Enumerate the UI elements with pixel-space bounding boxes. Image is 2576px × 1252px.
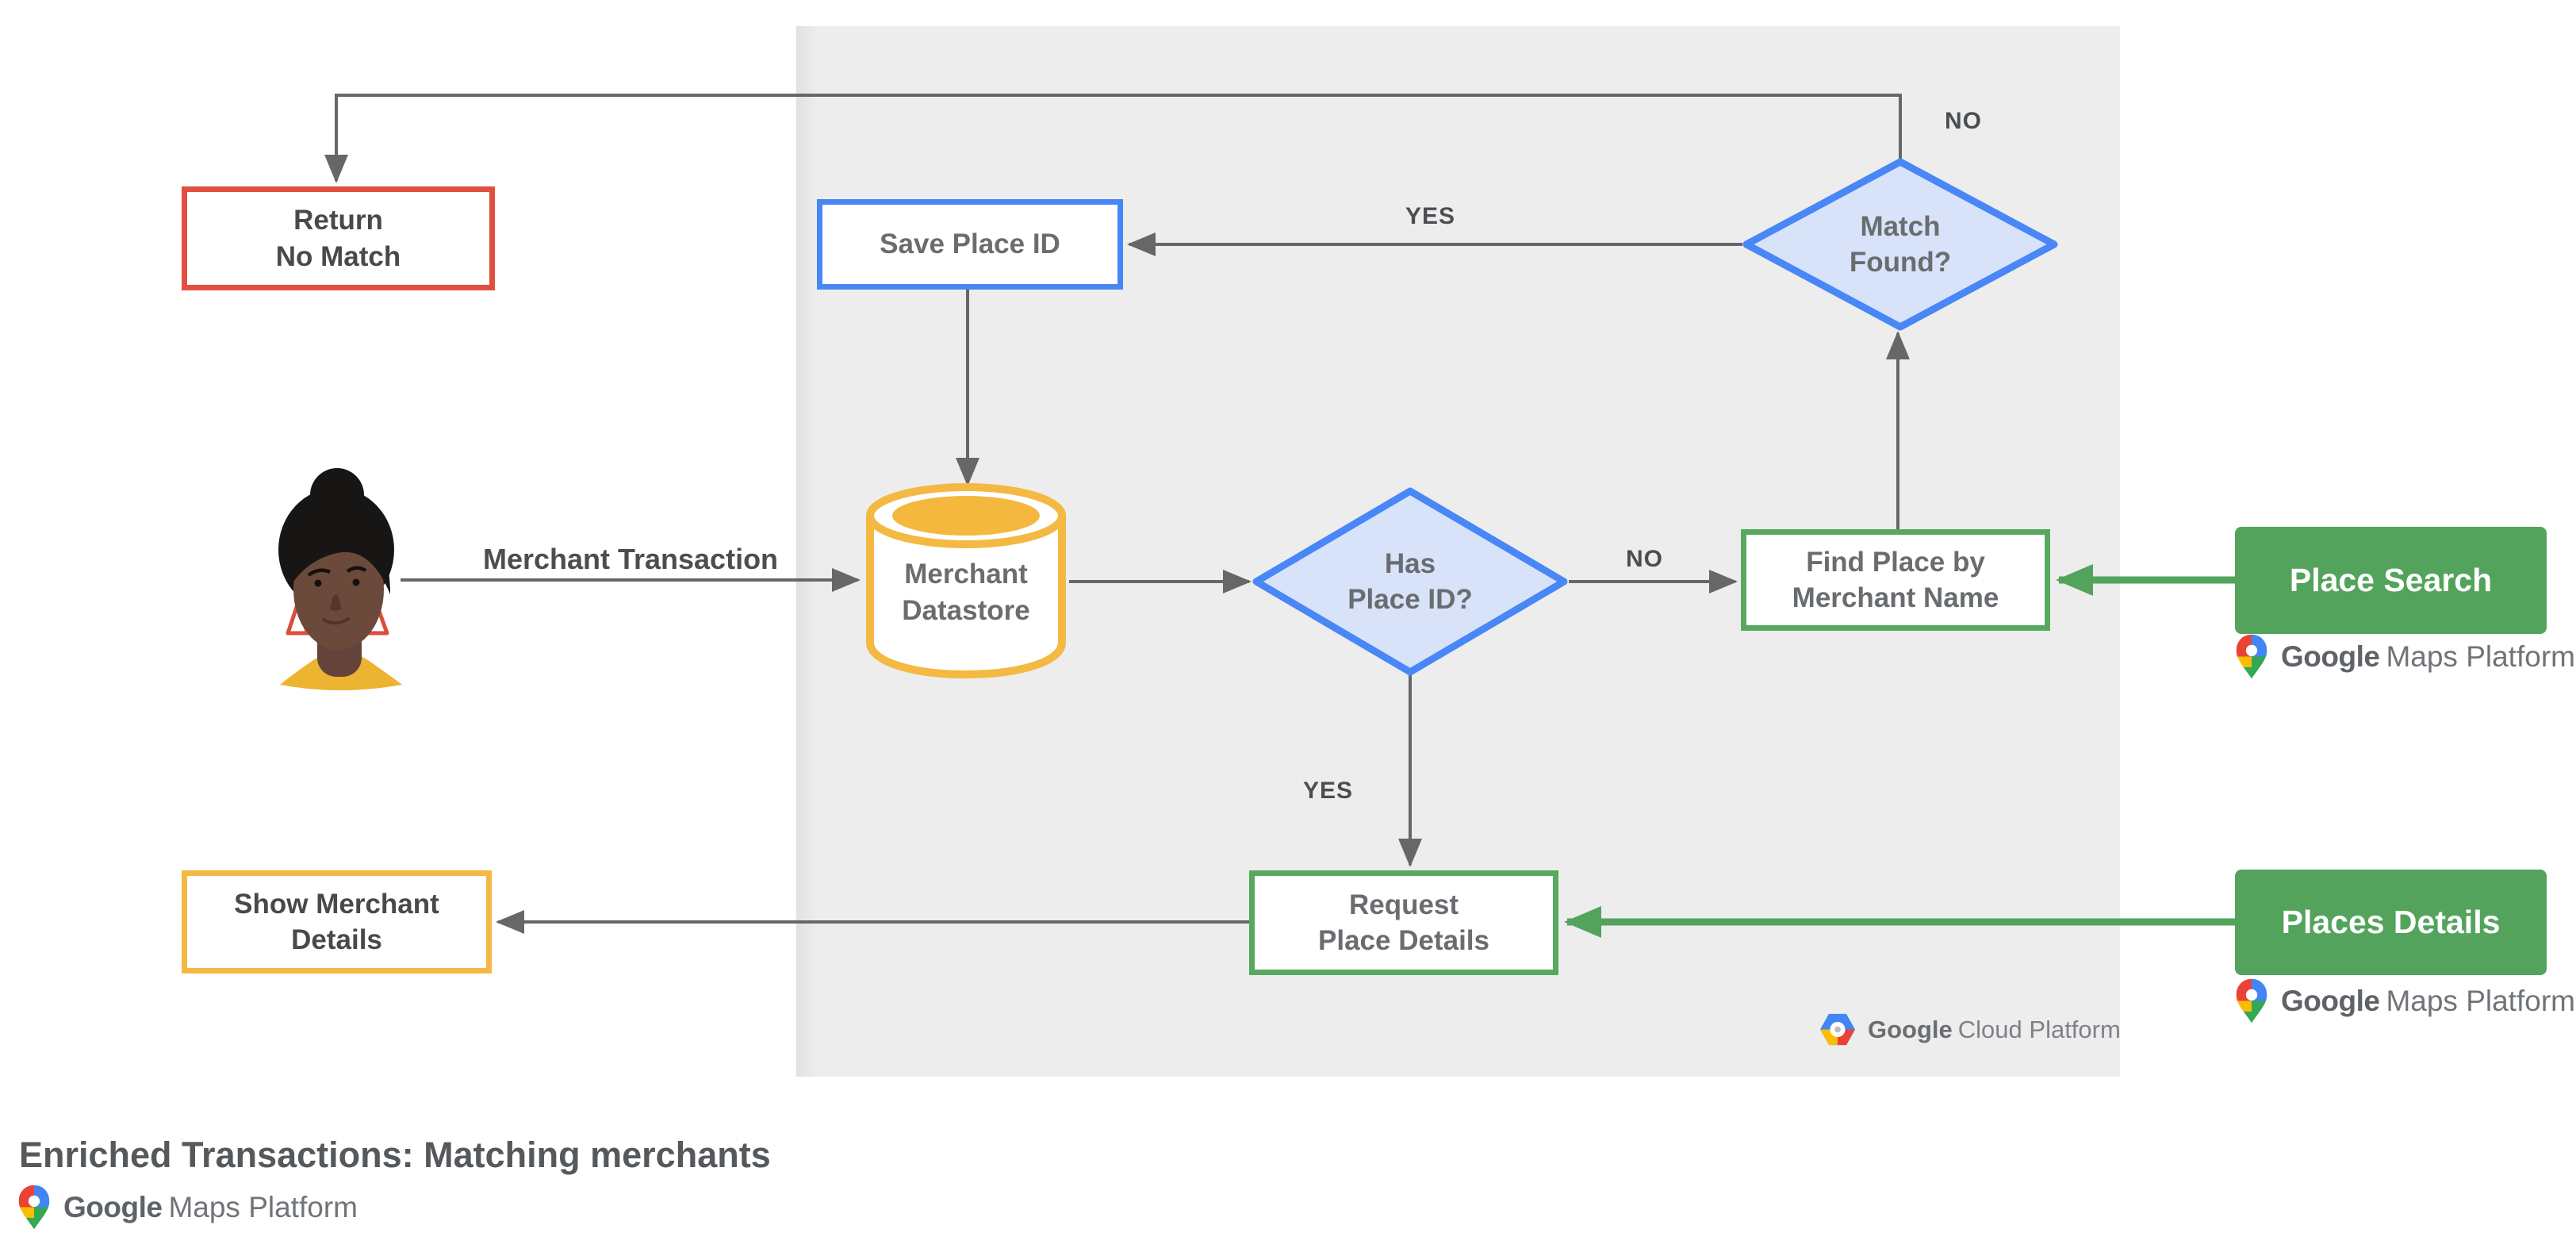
gmp-product-word: Maps Platform [168,1190,358,1223]
avatar-bangs [291,501,390,594]
gmp-product-word: Maps Platform [2386,639,2575,673]
api-places-details: Places Details [2235,870,2547,975]
request-place-details-line1: Request [1348,889,1459,920]
match-found-line2: Found? [1849,247,1952,278]
gmp-product-word: Maps Platform [2386,984,2575,1017]
node-match-found-label: Match Found? [1742,157,2059,332]
edge-label-has-place-id-no: NO [1626,546,1663,572]
avatar-eye-right [352,578,360,586]
api-place-search-label: Place Search [2289,562,2493,598]
has-place-id-diamond-shape [1252,487,1568,676]
node-show-merchant-details: Show Merchant Details [182,870,492,974]
api-place-search: Place Search [2235,527,2547,634]
has-place-id-line2: Place ID? [1347,584,1473,615]
merchant-user-avatar [278,468,402,690]
node-request-place-details: Request Place Details [1249,870,1558,975]
node-match-found: Match Found? [1742,157,2059,332]
avatar-eyebrow-right [346,566,367,573]
google-cloud-hexagon-icon [1820,1013,1855,1046]
edge-label-match-found-yes: YES [1405,203,1456,229]
datastore-line1: Merchant [904,559,1028,590]
avatar-nose [330,594,342,611]
edge-label-match-found-no: NO [1945,108,1982,134]
node-return-no-match-line1: Return [293,205,383,236]
has-place-id-line1: Has [1384,547,1436,579]
google-maps-pin-icon [2236,978,2267,1023]
node-return-no-match: Return No Match [182,186,495,290]
match-found-line1: Match [1860,210,1941,242]
node-merchant-datastore: Merchant Datastore [863,480,1069,679]
gcp-google-word: Google [1868,1015,1953,1043]
node-return-no-match-line2: No Match [275,240,401,272]
node-save-place-id-label: Save Place ID [880,229,1060,260]
node-merchant-datastore-label: Merchant Datastore [863,556,1069,628]
avatar-mouth [322,617,350,625]
gmp-google-word: Google [2281,984,2380,1017]
show-merchant-details-line2: Details [291,924,382,955]
node-save-place-id: Save Place ID [817,199,1123,290]
edge-label-has-place-id-yes: YES [1303,778,1354,804]
system-panel-shadow [796,26,817,1077]
node-has-place-id-label: Has Place ID? [1252,486,1569,677]
match-found-diamond-shape [1742,158,2058,331]
datastore-line2: Datastore [902,594,1030,626]
find-place-line1: Find Place by [1806,546,1985,578]
edge-label-merchant-transaction: Merchant Transaction [482,543,779,575]
avatar-eyebrow-left [307,568,331,577]
gmp-google-word: Google [2281,639,2380,673]
datastore-cylinder-shape [866,483,1066,679]
google-maps-pin-icon [18,1185,50,1230]
gmp-google-word: Google [63,1190,163,1223]
node-find-place-by-merchant-name: Find Place by Merchant Name [1741,529,2050,631]
find-place-line2: Merchant Name [1792,582,1999,613]
gcp-product-word: Cloud Platform [1957,1015,2121,1043]
diagram-title: Enriched Transactions: Matching merchant… [19,1135,771,1175]
avatar-eye-left [314,579,322,587]
google-maps-pin-icon [2236,634,2267,679]
request-place-details-line2: Place Details [1318,925,1489,956]
node-has-place-id: Has Place ID? [1252,486,1569,677]
show-merchant-details-line1: Show Merchant [234,888,439,920]
api-places-details-label: Places Details [2281,904,2501,940]
